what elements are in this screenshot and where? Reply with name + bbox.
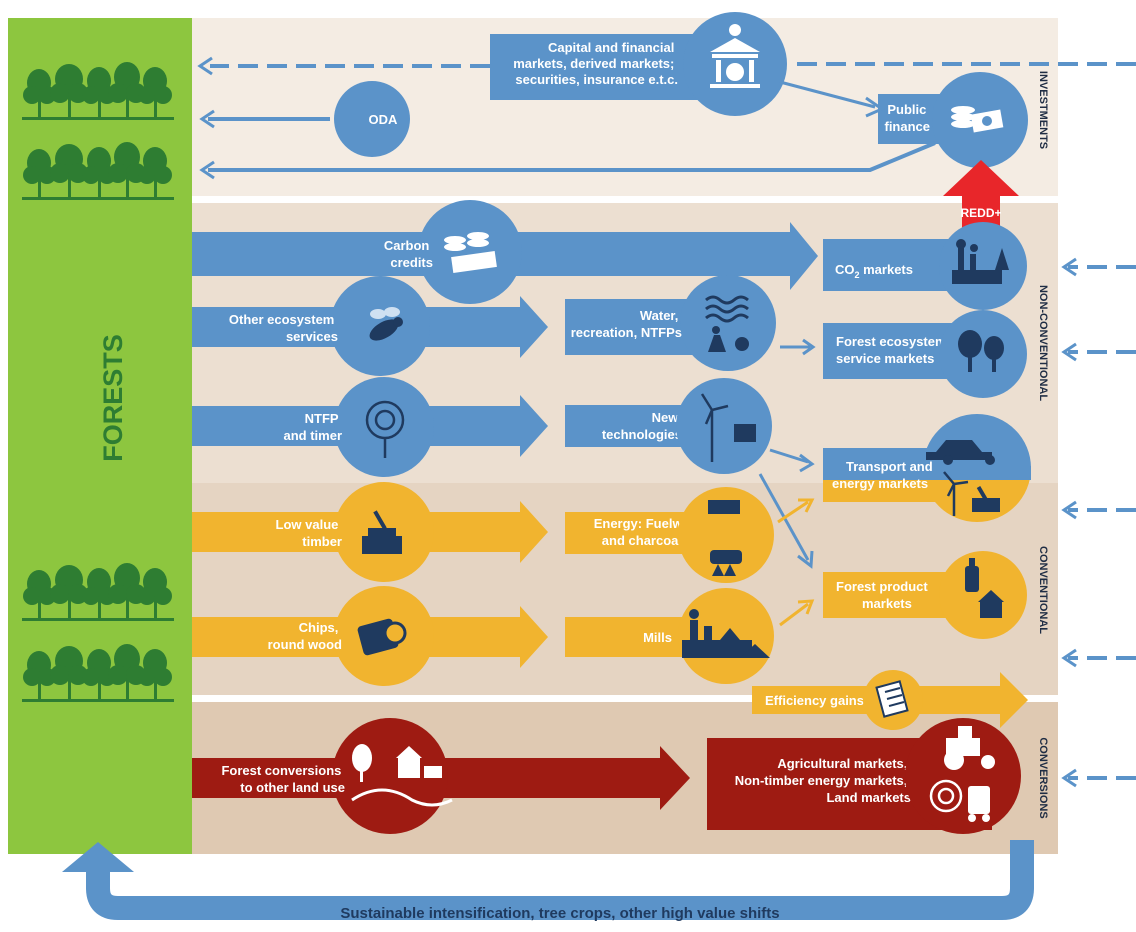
sustainable-intensification-arrowhead [62, 842, 134, 872]
mills-label: Mills [643, 630, 672, 645]
tree-icon [958, 330, 1004, 372]
carbon-credits-circle [418, 200, 522, 304]
forests-label: FORESTS [98, 334, 128, 462]
water-icon [705, 295, 749, 323]
redd-arrow [943, 160, 1019, 243]
coins-icon [951, 106, 1004, 133]
log-pile-icon [362, 510, 402, 554]
energy-fuelwood-label: Energy: Fuelwood and charcoal [594, 516, 710, 548]
section-label-non-conventional: NON-CONVENTIONAL [1037, 285, 1049, 401]
capital-markets-label: Capital and financial markets, derived m… [513, 40, 678, 87]
forest-product-markets-label: Forest product markets [836, 579, 931, 611]
chips-label: Chips, round wood [268, 620, 342, 652]
bank-icon [710, 24, 760, 88]
village-icon [351, 744, 453, 807]
co2-markets-circle [939, 222, 1027, 310]
other-ecosystem-label: Other ecosystem services [229, 312, 338, 344]
efficiency-gains-label: Efficiency gains [765, 693, 864, 708]
external-inflow-arrowheads [1061, 257, 1077, 788]
forest-ecosystem-markets-label: Forest ecosystem service markets [836, 334, 950, 366]
carbon-credits-label: Carbon credits [384, 238, 433, 270]
ntfp-label: NTFP and timer [283, 411, 342, 443]
new-technologies-circle [676, 378, 772, 474]
agricultural-markets-label: Agricultural markets, Non-timber energy … [735, 756, 911, 805]
energy-fuelwood-circle [678, 487, 774, 583]
capital-markets-block [490, 34, 700, 100]
bottle-icon [965, 558, 1004, 618]
transport-markets-circle-bottom [923, 468, 1031, 522]
ntfp-circle [334, 377, 434, 477]
wind-turbine-icon [943, 471, 969, 516]
car-icon [926, 440, 995, 465]
solar-panel-icon [734, 424, 756, 442]
pot-icon [708, 500, 742, 576]
redd-label: REDD+ [960, 206, 1001, 220]
oda-circle [334, 81, 410, 157]
sunflower-icon [365, 400, 405, 458]
public-finance-to-forests-arrow [208, 141, 936, 172]
mills-to-forest-product-arrow [779, 602, 809, 627]
new-technologies-label: New technologies [602, 410, 682, 442]
external-inflow-arrows [790, 62, 1136, 780]
forest-ecosystem-markets-circle [939, 310, 1027, 398]
low-value-timber-label: Low value timber [276, 517, 342, 549]
checklist-icon [875, 680, 909, 718]
tractor-icon [944, 726, 995, 770]
capital-arrowhead [197, 56, 213, 76]
public-finance-label: Public finance [884, 102, 930, 134]
energy-to-transport-arrow [777, 500, 809, 524]
round-log-icon [357, 618, 407, 656]
mill-icon [682, 609, 770, 658]
factory-icon [952, 239, 1009, 284]
section-label-conventional: CONVENTIONAL [1037, 546, 1049, 634]
capital-to-public-finance-arrow [779, 80, 876, 109]
section-label-investments: INVESTMENTS [1037, 71, 1049, 149]
water-recreation-label: Water, recreation, NTFPs [571, 308, 682, 340]
hiker-icon [708, 326, 749, 352]
sunflower-icon [929, 779, 963, 813]
transport-markets-label: Transport and energy markets [832, 459, 936, 491]
sustainable-intensification-label: Sustainable intensification, tree crops,… [340, 905, 779, 922]
truck-icon [968, 786, 990, 822]
section-label-conversions: CONVERSIONS [1037, 737, 1049, 818]
co2-markets-label: CO2 markets [835, 262, 913, 280]
bee-icon [369, 307, 403, 341]
oda-label: ODA [369, 112, 399, 127]
coins-icon [444, 232, 497, 273]
forest-conversions-label: Forest conversions to other land use [221, 763, 345, 795]
water-recreation-circle [680, 275, 776, 371]
sustainable-intensification-arrow [86, 840, 1034, 920]
new-tech-to-transport-arrow [769, 448, 809, 464]
log-pile-icon [972, 485, 1000, 512]
wind-turbine-icon [700, 393, 729, 462]
forest-product-markets-circle [939, 551, 1027, 639]
